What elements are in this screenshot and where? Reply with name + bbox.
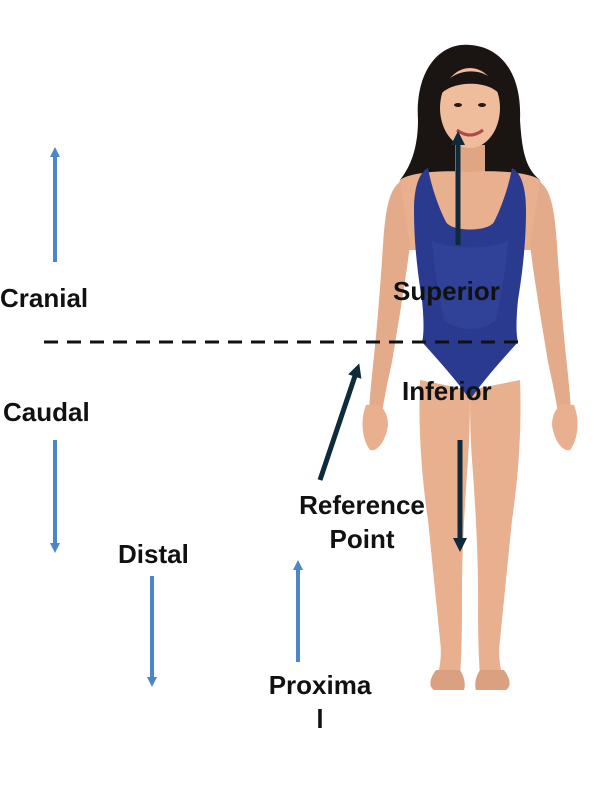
left-leg	[419, 380, 470, 676]
person-figure	[362, 44, 578, 690]
right-leg	[470, 380, 521, 676]
superior-label: Superior	[393, 276, 500, 306]
right-arm	[530, 182, 571, 412]
reference-point-line2: Point	[329, 524, 395, 554]
right-hand	[552, 404, 578, 451]
distal-label: Distal	[118, 539, 189, 569]
proximal-label: Proxima l	[250, 668, 390, 736]
reference-point-label: Reference Point	[282, 488, 442, 556]
cranial-label: Cranial	[0, 283, 89, 313]
right-foot	[475, 670, 510, 690]
inferior-label: Inferior	[402, 376, 492, 406]
left-arm	[369, 182, 410, 412]
caudal-label: Caudal	[3, 397, 90, 427]
proximal-line2: l	[316, 704, 324, 734]
face	[440, 68, 500, 148]
proximal-line1: Proxima	[268, 670, 372, 700]
left-hand	[362, 404, 388, 451]
reference-point-line1: Reference	[299, 490, 425, 520]
left-foot	[430, 670, 465, 690]
reference-point-arrow	[317, 363, 362, 481]
